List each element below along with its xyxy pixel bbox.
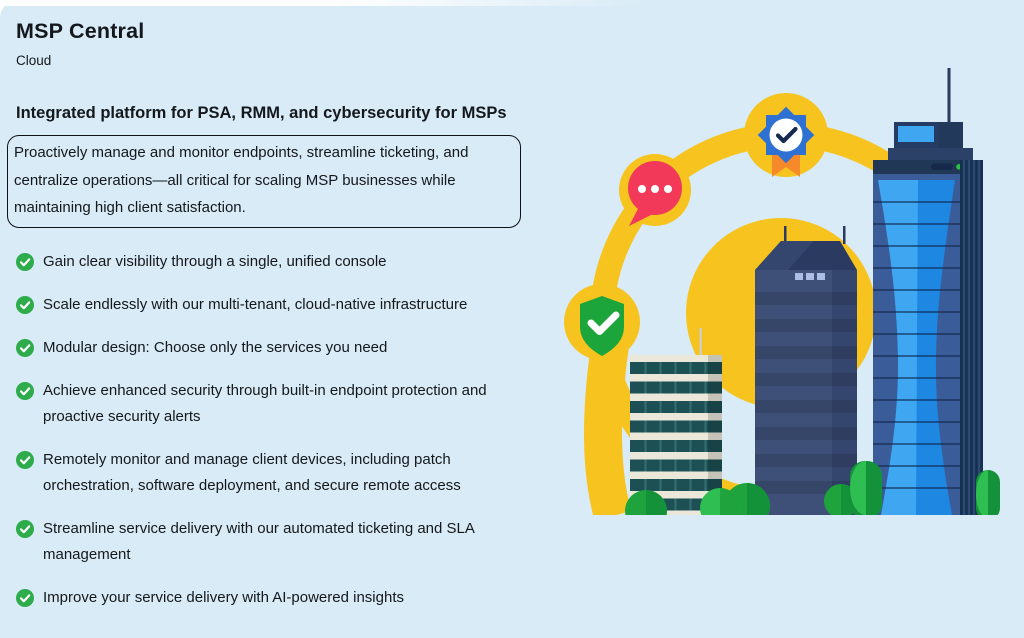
check-circle-icon: [16, 450, 34, 469]
feature-text: Achieve enhanced security through built-…: [43, 381, 487, 425]
feature-list: Gain clear visibility through a single, …: [16, 249, 538, 611]
check-circle-icon: [16, 295, 34, 314]
description-text: Proactively manage and monitor endpoints…: [14, 144, 469, 216]
feature-item: Gain clear visibility through a single, …: [16, 249, 538, 275]
chat-bubble-icon: [628, 161, 682, 226]
feature-item: Improve your service delivery with AI-po…: [16, 585, 538, 611]
check-circle-icon: [16, 588, 34, 607]
feature-text: Scale endlessly with our multi-tenant, c…: [43, 295, 468, 313]
feature-text: Streamline service delivery with our aut…: [43, 519, 475, 563]
feature-item: Remotely monitor and manage client devic…: [16, 447, 538, 499]
feature-text: Modular design: Choose only the services…: [43, 338, 388, 356]
feature-text: Gain clear visibility through a single, …: [43, 252, 387, 270]
ground-mask: [560, 515, 1024, 530]
feature-text: Improve your service delivery with AI-po…: [43, 588, 404, 606]
bush: [824, 461, 882, 519]
check-circle-icon: [16, 381, 34, 400]
illustration: [560, 60, 1024, 532]
check-circle-icon: [16, 338, 34, 357]
striped-building: [630, 328, 722, 515]
page-subtitle: Cloud: [16, 53, 52, 68]
content-column: MSP Central Cloud Integrated platform fo…: [7, 19, 548, 628]
top-edge-fade: [0, 0, 740, 6]
page-title: MSP Central: [16, 19, 145, 43]
feature-item: Scale endlessly with our multi-tenant, c…: [16, 292, 538, 318]
city-illustration: [560, 68, 1024, 532]
section-heading: Integrated platform for PSA, RMM, and cy…: [16, 104, 507, 122]
description-box: Proactively manage and monitor endpoints…: [7, 135, 521, 228]
verified-badge-icon: [757, 106, 815, 177]
shield-check-icon: [580, 296, 624, 356]
feature-item: Streamline service delivery with our aut…: [16, 516, 538, 568]
navy-building: [755, 226, 857, 515]
feature-item: Modular design: Choose only the services…: [16, 335, 538, 361]
bush: [976, 470, 1000, 520]
feature-text: Remotely monitor and manage client devic…: [43, 450, 461, 494]
blue-skyscraper: [873, 68, 983, 515]
check-circle-icon: [16, 519, 34, 538]
feature-item: Achieve enhanced security through built-…: [16, 378, 538, 430]
check-circle-icon: [16, 252, 34, 271]
